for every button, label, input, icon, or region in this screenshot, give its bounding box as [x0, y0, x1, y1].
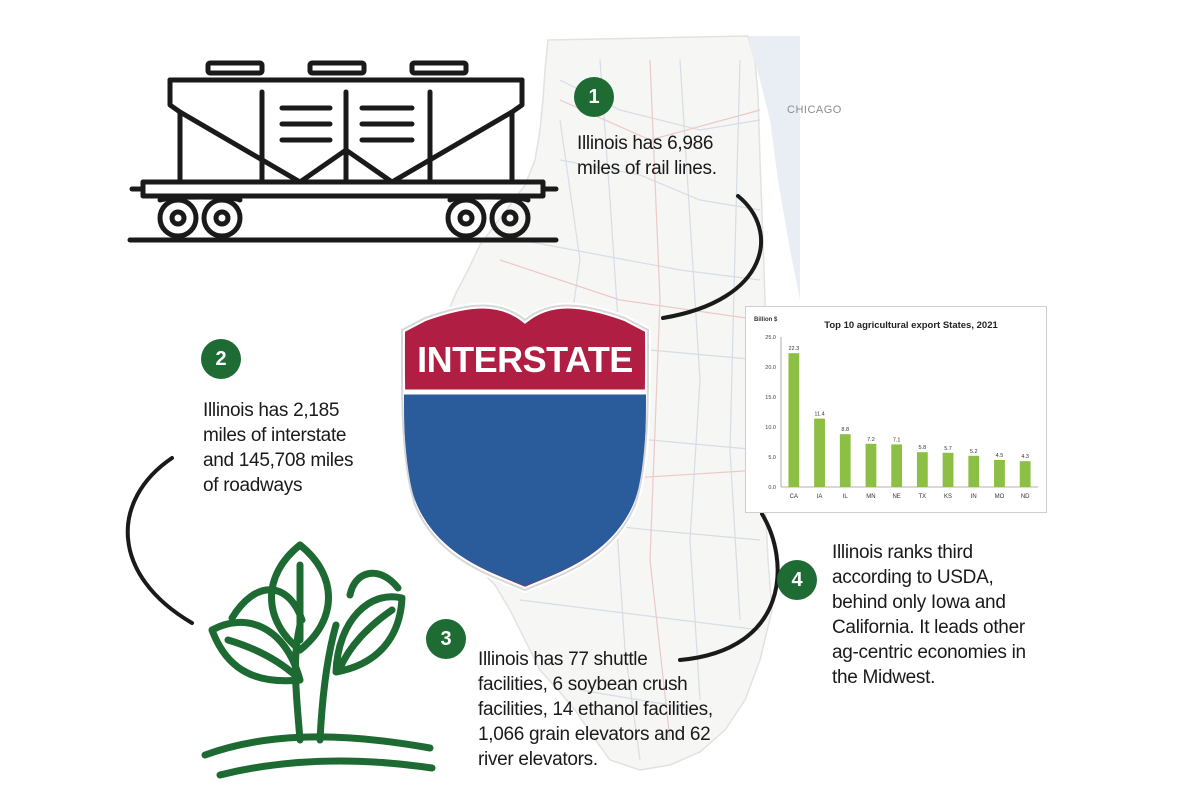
- bar-value-label: 22.3: [788, 346, 799, 352]
- bar-value-label: 5.8: [919, 445, 927, 451]
- bar-ks: [942, 452, 954, 487]
- bar-mo: [994, 460, 1005, 487]
- bar-ia: [814, 418, 825, 487]
- chart-title: Top 10 agricultural export States, 2021: [824, 320, 998, 331]
- connector-3: [678, 512, 780, 662]
- lake-michigan: [748, 36, 800, 300]
- x-tick-label: IN: [971, 494, 977, 500]
- interstate-label: INTERSTATE: [417, 339, 633, 380]
- x-tick-label: TX: [919, 494, 927, 500]
- bar-value-label: 4.3: [1021, 454, 1029, 460]
- bar-nd: [1019, 461, 1031, 487]
- x-tick-label: KS: [944, 494, 952, 500]
- badge-2: 2: [201, 339, 241, 379]
- bar-ne: [891, 444, 903, 487]
- export-states-chart: Top 10 agricultural export States, 2021 …: [745, 306, 1047, 513]
- hopper-railcar-icon: [127, 60, 559, 243]
- bar-value-label: 4.5: [996, 453, 1004, 459]
- bar-value-label: 11.4: [814, 412, 824, 418]
- bar-tx: [916, 452, 928, 487]
- callout-4-text: Illinois ranks third according to USDA, …: [832, 542, 1026, 688]
- chart-plot: Top 10 agricultural export States, 2021 …: [754, 317, 1038, 500]
- bar-value-label: 7.2: [867, 437, 875, 443]
- sprouting-plant-icon: [201, 541, 436, 779]
- bar-in: [968, 455, 980, 487]
- y-tick-label: 10.0: [765, 425, 776, 431]
- callout-3-text: Illinois has 77 shuttle facilities, 6 so…: [478, 649, 713, 770]
- chicago-label: CHICAGO: [787, 104, 842, 116]
- y-tick-label: 20.0: [765, 365, 776, 371]
- connector-2: [125, 456, 194, 625]
- y-tick-label: 15.0: [765, 395, 776, 401]
- y-tick-label: 25.0: [765, 335, 776, 341]
- bar-mn: [865, 443, 877, 487]
- bar-value-label: 7.1: [893, 437, 901, 443]
- bar-il: [839, 434, 851, 487]
- badge-3: 3: [426, 619, 466, 659]
- callout-1-text: Illinois has 6,986 miles of rail lines.: [577, 133, 717, 179]
- badge-1: 1: [574, 77, 614, 117]
- x-tick-label: MO: [995, 494, 1005, 500]
- bar-value-label: 8.8: [841, 427, 849, 433]
- y-tick-label: 5.0: [768, 455, 776, 461]
- x-tick-label: NE: [892, 494, 900, 500]
- callout-2-text: Illinois has 2,185 miles of interstate a…: [203, 400, 354, 496]
- map-roads: [459, 59, 761, 761]
- x-tick-label: ND: [1021, 494, 1030, 500]
- x-tick-label: IL: [843, 494, 849, 500]
- x-tick-label: IA: [817, 494, 823, 500]
- connector-1: [661, 194, 763, 320]
- bar-value-label: 5.7: [944, 446, 952, 452]
- x-tick-label: MN: [866, 494, 875, 500]
- badge-4: 4: [777, 560, 817, 600]
- bar-value-label: 5.2: [970, 449, 978, 455]
- x-tick-label: CA: [790, 494, 798, 500]
- chart-ylabel: Billion $: [754, 317, 778, 323]
- y-tick-label: 0.0: [768, 485, 776, 491]
- bar-ca: [788, 353, 800, 487]
- interstate-shield-icon: INTERSTATE: [398, 302, 652, 594]
